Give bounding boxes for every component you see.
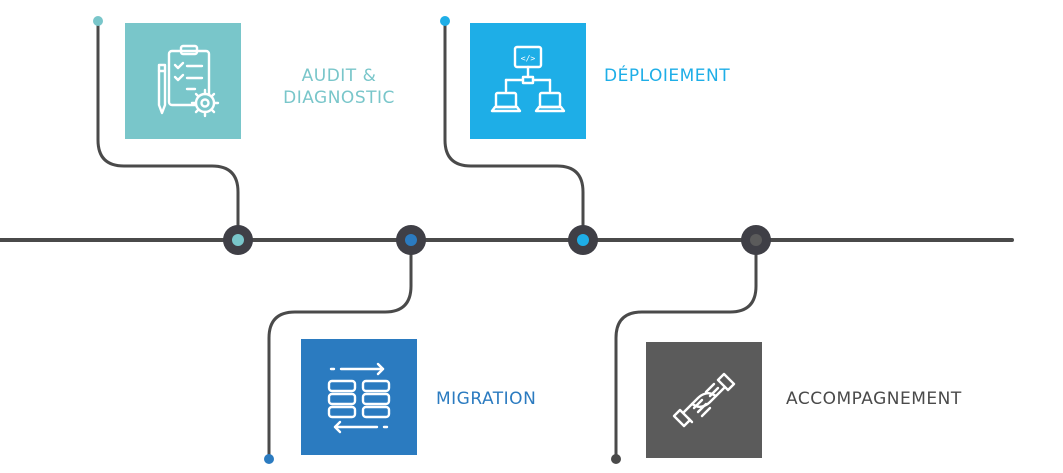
label-audit-line-2: DIAGNOSTIC [283,88,395,108]
node-deploiement [568,225,598,255]
node-accompagnement [741,225,771,255]
tile-audit [125,23,241,139]
connector-audit [96,22,240,240]
clipboard-checklist-gear-icon [157,44,220,118]
connector-migration [267,240,413,458]
connector-accompagnement [614,240,758,458]
tile-migration [301,339,417,455]
handshake-icon [672,372,736,428]
label-accompagnement: ACCOMPAGNEMENT [786,388,962,410]
network-deployment-icon: </> [490,45,566,113]
tile-accompagnement [646,342,762,458]
tile-deploiement: </> [470,23,586,139]
database-transfer-icon [327,362,391,434]
connector-deploiement-dot [440,16,450,26]
label-migration: MIGRATION [436,388,536,410]
connector-migration-dot [264,454,274,464]
label-audit-line-1: AUDIT & [301,66,377,86]
node-migration [396,225,426,255]
connector-deploiement [443,22,585,240]
label-audit: AUDIT & DIAGNOSTIC [259,65,419,109]
connector-audit-dot [93,16,103,26]
connector-accompagnement-dot [611,454,621,464]
label-accompagnement-line-1: ACCOMPAGNEMENT [786,389,962,409]
svg-text:</>: </> [521,54,536,63]
label-deploiement: DÉPLOIEMENT [604,65,730,87]
label-migration-line-1: MIGRATION [436,389,537,409]
label-deploiement-line-1: DÉPLOIEMENT [604,66,731,86]
node-audit [223,225,253,255]
